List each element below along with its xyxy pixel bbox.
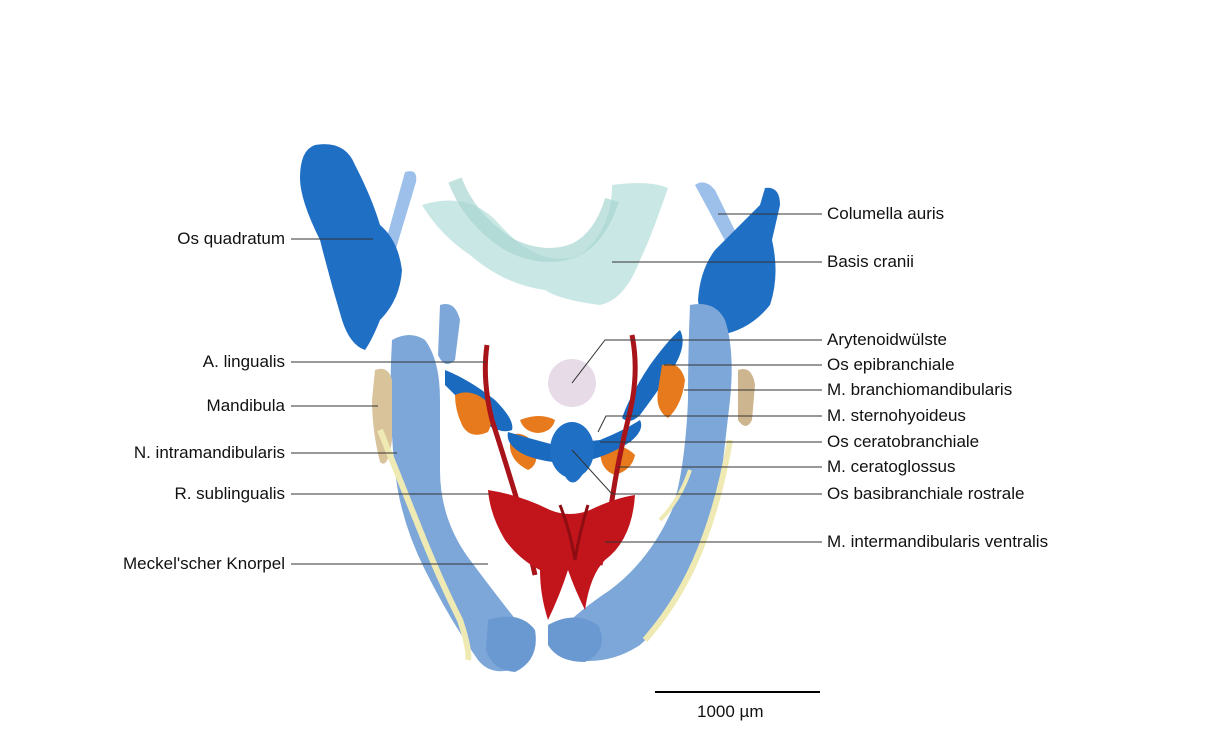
m-branchiomandibularis-right-shape bbox=[657, 364, 685, 418]
label-mandibula: Mandibula bbox=[207, 396, 285, 416]
os-basibranchiale-tail bbox=[562, 470, 585, 483]
label-basis-cranii: Basis cranii bbox=[827, 252, 914, 272]
label-arytenoidwuelste: Arytenoidwülste bbox=[827, 330, 947, 350]
meckel-left-upper bbox=[438, 304, 460, 364]
label-os-basibranchiale-rostrale: Os basibranchiale rostrale bbox=[827, 484, 1024, 504]
scale-bar-label: 1000 µm bbox=[697, 702, 764, 722]
mandibula-right-shape bbox=[738, 369, 755, 426]
meckel-right-tip bbox=[548, 618, 602, 663]
label-a-lingualis: A. lingualis bbox=[203, 352, 285, 372]
label-columella-auris: Columella auris bbox=[827, 204, 944, 224]
label-os-quadratum: Os quadratum bbox=[177, 229, 285, 249]
label-m-intermandibularis-ventralis: M. intermandibularis ventralis bbox=[827, 532, 1048, 552]
label-n-intramandibularis: N. intramandibularis bbox=[134, 443, 285, 463]
m-sternohyoideus-shape bbox=[520, 416, 555, 433]
label-m-sternohyoideus: M. sternohyoideus bbox=[827, 406, 966, 426]
label-os-ceratobranchiale: Os ceratobranchiale bbox=[827, 432, 979, 452]
os-quadratum-left-shape bbox=[300, 144, 402, 350]
label-meckel-scher-knorpel: Meckel'scher Knorpel bbox=[123, 554, 285, 574]
label-r-sublingualis: R. sublingualis bbox=[174, 484, 285, 504]
label-os-epibranchiale: Os epibranchiale bbox=[827, 355, 955, 375]
label-m-ceratoglossus: M. ceratoglossus bbox=[827, 457, 956, 477]
label-m-branchiomandibularis: M. branchiomandibularis bbox=[827, 380, 1012, 400]
